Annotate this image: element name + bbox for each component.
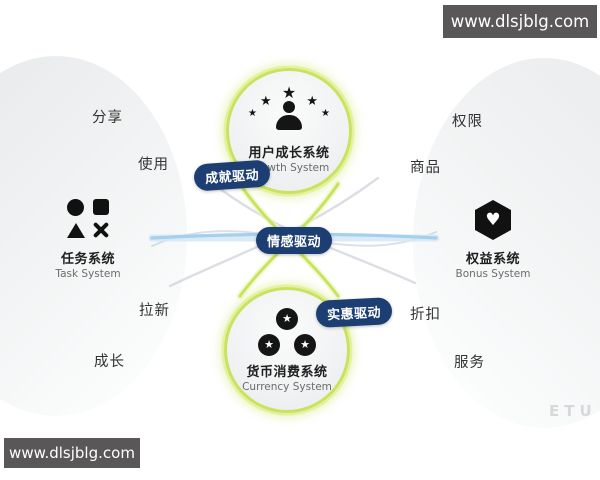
brand-watermark: ETU bbox=[549, 402, 597, 420]
person-icon bbox=[283, 100, 295, 113]
label-growth: 成长 bbox=[94, 354, 125, 370]
bonus-system-title: 权益系统 bbox=[465, 252, 520, 267]
label-discount: 折扣 bbox=[410, 307, 441, 323]
heart-icon: ♥ bbox=[485, 209, 501, 230]
watermark-banner-bottom-left: www.dlsjblg.com bbox=[4, 438, 140, 468]
bonus-system-subtitle: Bonus System bbox=[455, 268, 531, 280]
star-icon: ★ bbox=[282, 312, 292, 325]
label-service: 服务 bbox=[454, 355, 485, 371]
label-permission: 权限 bbox=[452, 114, 483, 130]
badge-emotion-drive: 情感驱动 bbox=[256, 227, 333, 254]
person-body-icon bbox=[276, 114, 302, 130]
task-system: 任务系统 Task System bbox=[38, 198, 138, 280]
currency-system-title: 货币消费系统 bbox=[246, 364, 328, 380]
label-use: 使用 bbox=[138, 157, 169, 173]
square-shape-icon bbox=[92, 199, 109, 215]
star-icon: ★ bbox=[248, 107, 257, 119]
badge-value-drive: 实惠驱动 bbox=[315, 297, 393, 328]
currency-system-subtitle: Currency System bbox=[242, 380, 332, 393]
star-icon: ★ bbox=[306, 93, 318, 109]
growth-system-circle: ★ ★ ★ ★ ★ 用户成长系统 Growth System bbox=[226, 68, 352, 194]
circle-shape-icon bbox=[67, 198, 84, 216]
x-shape-icon bbox=[93, 222, 109, 238]
badge-achievement-drive: 成就驱动 bbox=[193, 159, 271, 192]
star-icon: ★ bbox=[264, 338, 274, 351]
triangle-shape-icon bbox=[66, 222, 85, 238]
task-shapes-icon bbox=[66, 198, 110, 239]
coin-star-icon: ★ bbox=[258, 333, 280, 356]
bonus-system: ♥ 权益系统 Bonus System bbox=[443, 200, 543, 280]
watermark-banner-top-right: www.dlsjblg.com bbox=[443, 5, 597, 38]
star-icon: ★ bbox=[300, 338, 310, 351]
label-share: 分享 bbox=[92, 110, 123, 126]
star-icon: ★ bbox=[321, 107, 330, 119]
task-system-title: 任务系统 bbox=[60, 252, 115, 267]
coins-icon: ★ ★ ★ bbox=[254, 307, 320, 356]
star-icon: ★ bbox=[281, 82, 297, 102]
user-stars-icon: ★ ★ ★ ★ ★ bbox=[243, 84, 335, 137]
label-pull-new: 拉新 bbox=[139, 303, 170, 319]
growth-system-title: 用户成长系统 bbox=[248, 145, 330, 161]
task-system-subtitle: Task System bbox=[55, 268, 121, 280]
coin-star-icon: ★ bbox=[294, 333, 316, 356]
coin-star-icon: ★ bbox=[276, 307, 298, 330]
star-icon: ★ bbox=[260, 93, 272, 109]
label-goods: 商品 bbox=[410, 160, 441, 176]
heart-hexagon-icon: ♥ bbox=[475, 200, 511, 240]
